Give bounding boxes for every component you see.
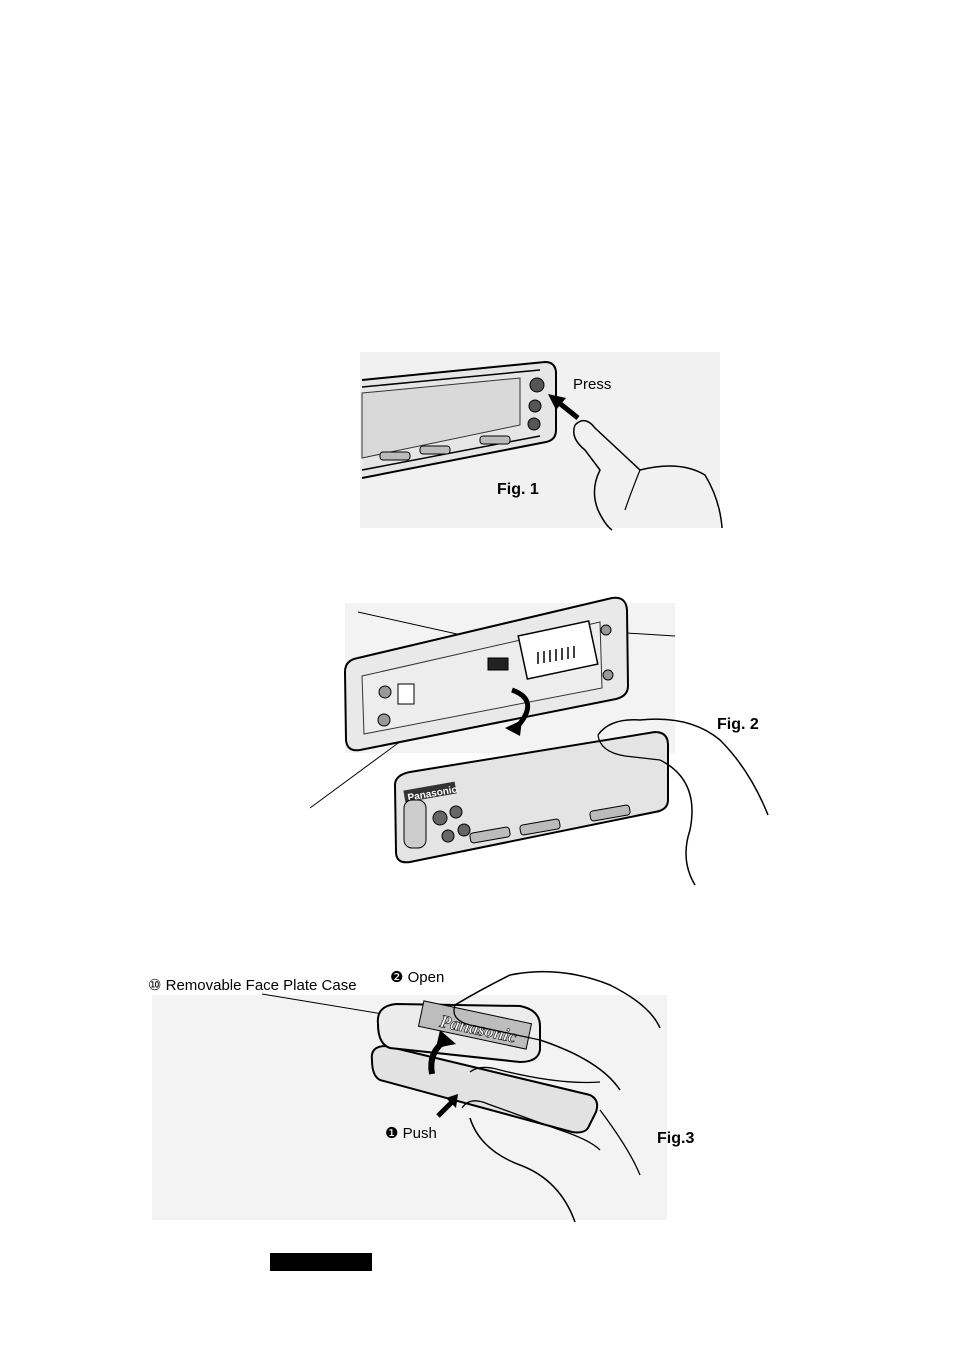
face-plate-case-label: ⑩ Removable Face Plate Case [148,976,357,994]
fig3-caption: Fig.3 [657,1130,694,1148]
figure-3-drawing: Panasonic [0,0,954,1240]
redaction-bar [270,1253,372,1271]
open-label: ❷ Open [390,968,444,986]
figure-3: Panasonic ⑩ Removable Face Plate Case ❷ … [0,0,954,1240]
push-label: ❶ Push [385,1124,437,1142]
